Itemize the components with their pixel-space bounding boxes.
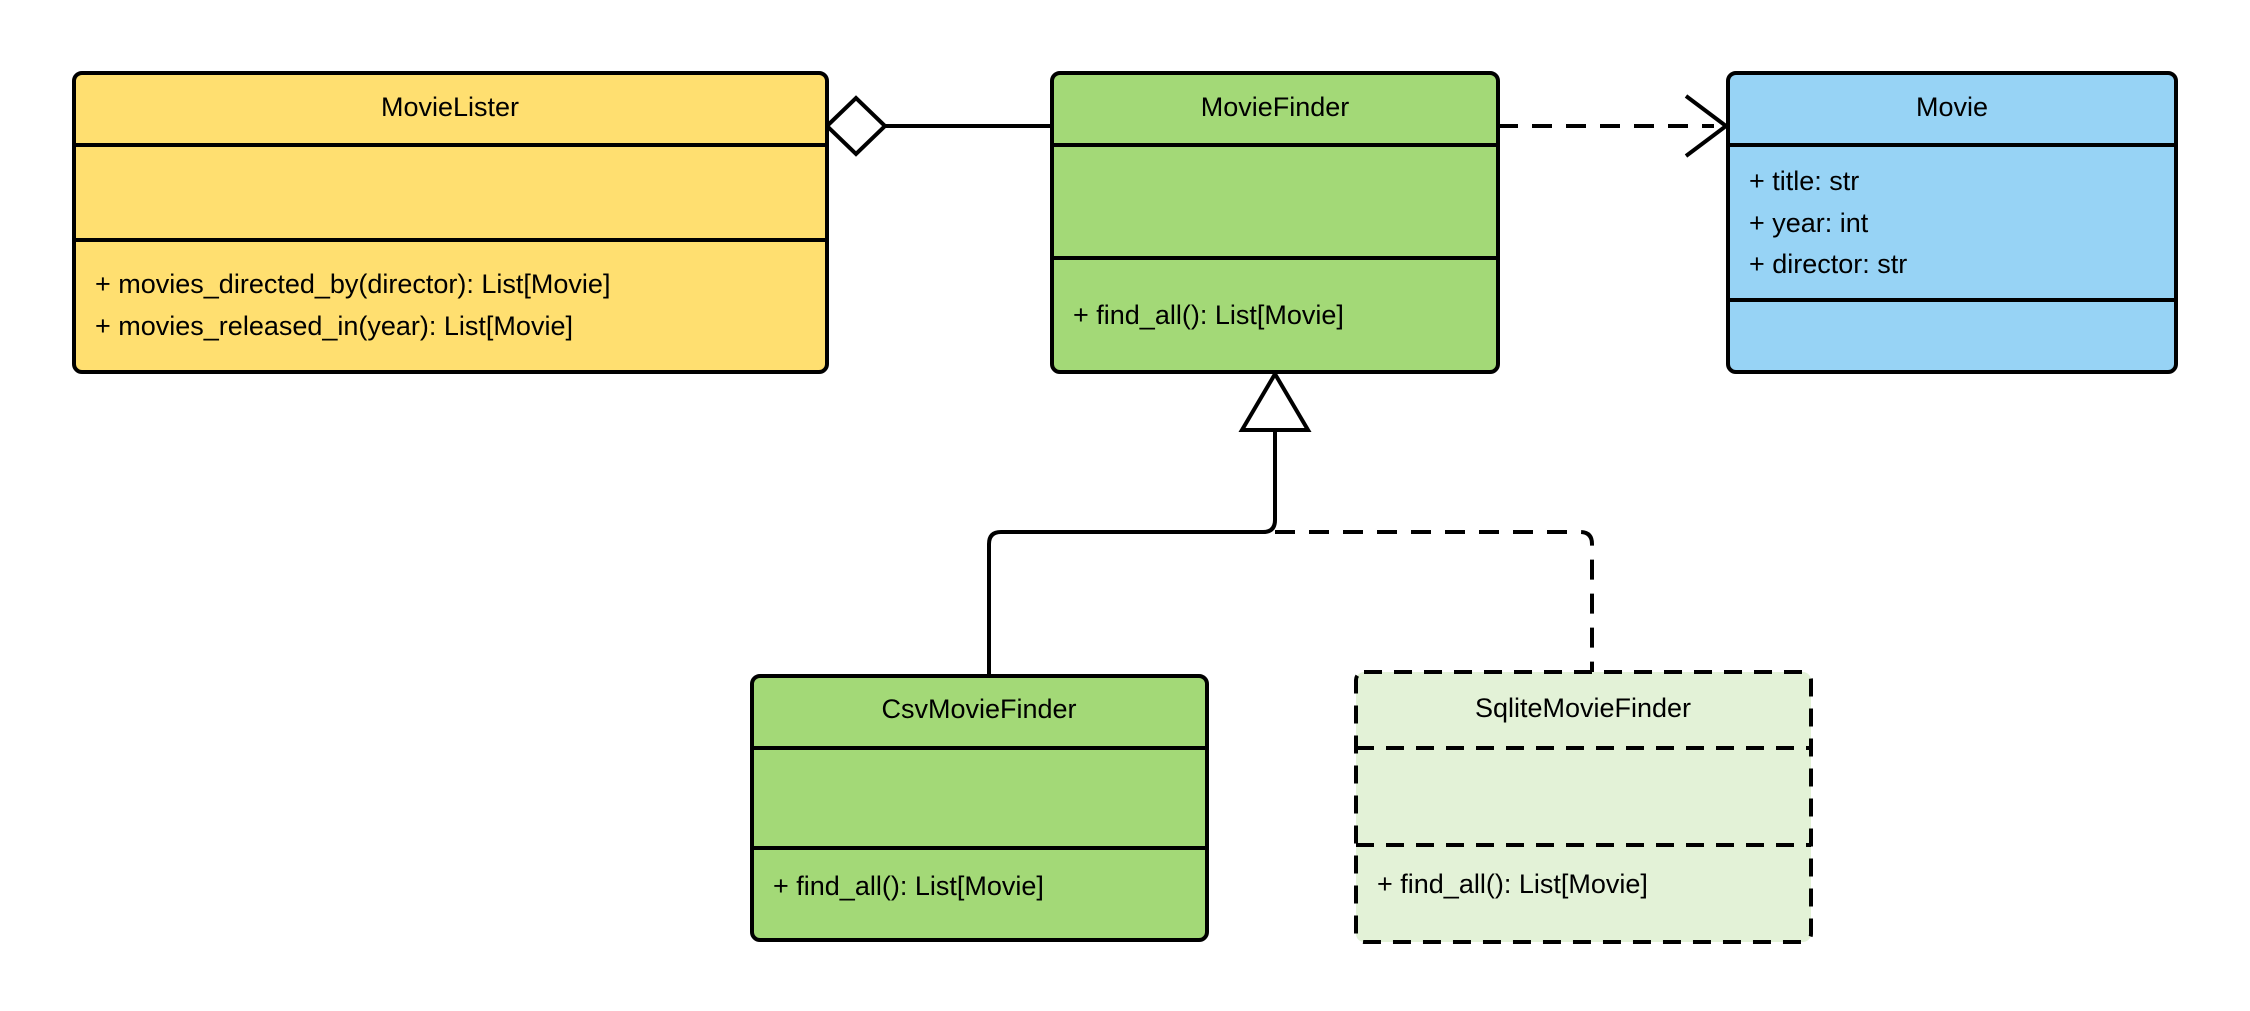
movie-title: Movie [1916, 92, 1988, 122]
movie-lister-title: MovieLister [381, 92, 519, 122]
movie-lister-method-0: + movies_directed_by(director): List[Mov… [95, 269, 610, 299]
movie-frame [1726, 71, 2178, 374]
sqlite-movie-finder-title: SqliteMovieFinder [1475, 693, 1691, 723]
movie-attribute-0: + title: str [1749, 166, 1859, 196]
sqlite-movie-finder-frame [1354, 670, 1813, 944]
relationship-finder-depends-movie[interactable] [1498, 94, 1730, 158]
class-box-movie[interactable]: Movie + title: str + year: int + directo… [1726, 71, 2178, 374]
movie-lister-frame [72, 71, 829, 374]
class-box-csv-movie-finder[interactable]: CsvMovieFinder + find_all(): List[Movie] [750, 674, 1209, 942]
class-box-movie-finder[interactable]: MovieFinder + find_all(): List[Movie] [1050, 71, 1500, 374]
movie-attribute-2: + director: str [1749, 249, 1907, 279]
relationship-sqlite-inherits-finder[interactable] [1275, 530, 1594, 672]
relationship-csv-inherits-finder[interactable] [987, 412, 1277, 676]
sqlite-movie-finder-method-0: + find_all(): List[Movie] [1377, 869, 1648, 899]
csv-movie-finder-title: CsvMovieFinder [881, 694, 1076, 724]
generalization-line-sqlite [1275, 530, 1594, 672]
csv-movie-finder-frame [750, 674, 1209, 942]
class-box-movie-lister[interactable]: MovieLister + movies_directed_by(directo… [72, 71, 829, 374]
movie-lister-method-1: + movies_released_in(year): List[Movie] [95, 311, 573, 341]
hollow-triangle-icon [1238, 370, 1312, 432]
relationship-lister-aggregates-finder[interactable] [824, 95, 1054, 157]
movie-attribute-1: + year: int [1749, 208, 1869, 238]
csv-movie-finder-method-0: + find_all(): List[Movie] [773, 871, 1044, 901]
movie-finder-frame [1050, 71, 1500, 374]
generalization-line-csv [987, 412, 1277, 676]
class-box-sqlite-movie-finder[interactable]: SqliteMovieFinder + find_all(): List[Mov… [1354, 670, 1813, 944]
movie-finder-method-0: + find_all(): List[Movie] [1073, 300, 1344, 330]
movie-finder-title: MovieFinder [1201, 92, 1350, 122]
hollow-diamond-icon [824, 95, 888, 157]
